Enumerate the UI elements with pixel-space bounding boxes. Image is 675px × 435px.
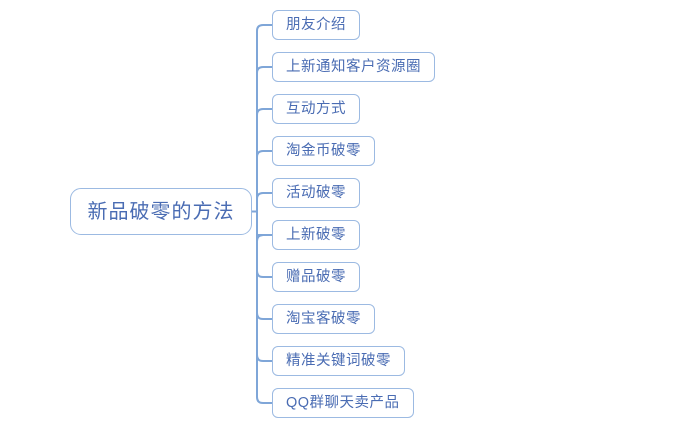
mindmap-node-qq-group[interactable]: QQ群聊天卖产品 [272, 388, 414, 418]
connector-branch-4 [256, 150, 272, 158]
connector-branch-7 [256, 270, 272, 278]
mindmap-node-label: 淘金币破零 [286, 142, 361, 159]
connector-branch-6 [256, 234, 264, 242]
connector-branch-3 [256, 108, 272, 116]
mindmap-root-label: 新品破零的方法 [87, 200, 235, 223]
mindmap-node-label: 活动破零 [286, 184, 346, 201]
mindmap-root-node[interactable]: 新品破零的方法 [70, 188, 252, 235]
mindmap-node-new-arrival[interactable]: 上新破零 [272, 220, 360, 250]
mindmap-node-activity[interactable]: 活动破零 [272, 178, 360, 208]
mindmap-node-friend-intro[interactable]: 朋友介绍 [272, 10, 360, 40]
mindmap-node-interaction-method[interactable]: 互动方式 [272, 94, 360, 124]
mindmap-node-precise-keyword[interactable]: 精准关键词破零 [272, 346, 405, 376]
mindmap-node-label: 上新破零 [286, 226, 346, 243]
mindmap-node-label: 朋友介绍 [286, 16, 346, 33]
mindmap-node-label: 上新通知客户资源圈 [286, 58, 421, 75]
connector-branch-9 [256, 354, 272, 362]
mindmap-node-gift[interactable]: 赠品破零 [272, 262, 360, 292]
connector-branch-6b [256, 234, 272, 242]
connector-branch-2 [256, 66, 272, 74]
connector-branch-1 [256, 24, 272, 32]
mindmap-node-label: 淘宝客破零 [286, 310, 361, 327]
connector-branch-5 [256, 192, 272, 200]
mindmap-node-taojinbi[interactable]: 淘金币破零 [272, 136, 375, 166]
mindmap-node-new-arrival-notice[interactable]: 上新通知客户资源圈 [272, 52, 435, 82]
connector-branch-10 [256, 396, 272, 404]
connector-branch-8 [256, 312, 272, 320]
mindmap-node-taobaoke[interactable]: 淘宝客破零 [272, 304, 375, 334]
mindmap-node-label: 精准关键词破零 [286, 352, 391, 369]
mindmap-node-label: 赠品破零 [286, 268, 346, 285]
mindmap-node-label: QQ群聊天卖产品 [286, 394, 400, 411]
mindmap-node-label: 互动方式 [286, 100, 346, 117]
